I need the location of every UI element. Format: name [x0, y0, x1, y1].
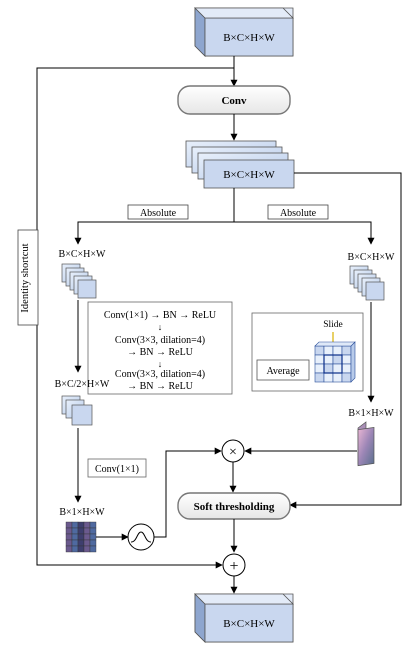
- absolute-right-box: Absolute: [267, 204, 329, 220]
- pool-cube-cell: [314, 341, 356, 347]
- right-abs-label: B×C×H×W: [348, 252, 395, 263]
- right-pool-label: B×1×H×W: [348, 408, 394, 419]
- left-half-feature-stack: [61, 395, 93, 426]
- weight-grid-cell: [65, 545, 73, 553]
- weight-grid-cell: [71, 545, 79, 553]
- weight-grid-cell: [89, 533, 97, 541]
- multiply-symbol: ×: [229, 445, 237, 460]
- pool-cube-cell: [314, 363, 325, 374]
- weight-grid-cell: [77, 533, 85, 541]
- absolute-right-label: Absolute: [280, 208, 317, 219]
- pool-cube-cell: [323, 363, 334, 374]
- soft-thresholding-block: Soft thresholding: [177, 492, 291, 520]
- left-one-label: B×1×H×W: [59, 507, 105, 518]
- weight-grid-cell: [77, 545, 85, 553]
- pool-output-slab: [357, 421, 375, 467]
- conv-stack-line-2: ↓: [158, 322, 163, 332]
- right-abs-feature-stack: [349, 265, 385, 301]
- sigmoid-icon: [127, 523, 155, 551]
- pool-cube-cell: [323, 354, 334, 365]
- weight-grid-cell: [83, 527, 91, 535]
- pool-cube-cell: [314, 354, 325, 365]
- pool-cube: [314, 341, 356, 383]
- pool-cube-cell: [332, 372, 343, 383]
- conv1x1-box: Conv(1×1): [87, 458, 147, 478]
- slide-label: Slide: [323, 320, 343, 330]
- weight-grid-cell: [89, 545, 97, 553]
- conv-stack-line-5: ↓: [158, 359, 163, 369]
- soft-thresholding-label: Soft thresholding: [194, 501, 275, 513]
- pool-cube-cell: [314, 345, 325, 356]
- pool-cube-cell: [341, 354, 352, 365]
- weight-grid-cell: [77, 521, 85, 529]
- average-label: Average: [266, 366, 300, 377]
- pool-cube-cell: [341, 363, 352, 374]
- absolute-left-box: Absolute: [127, 204, 189, 220]
- average-pool-box: Average Slide: [251, 312, 364, 392]
- weight-grid-cell: [83, 533, 91, 541]
- pool-cube-cell: [332, 363, 343, 374]
- weight-grid-cell: [65, 521, 73, 529]
- multiply-op: ×: [221, 439, 245, 463]
- weight-grid-cell: [83, 545, 91, 553]
- conv-stack-line-1: Conv(1×1) → BN → ReLU: [104, 310, 217, 321]
- conv1x1-label: Conv(1×1): [95, 464, 139, 475]
- weight-grid-cell: [71, 527, 79, 535]
- weight-grid-cell: [89, 527, 97, 535]
- conv-output-label: B×C×H×W: [223, 169, 275, 181]
- weight-grid-cell: [77, 527, 85, 535]
- identity-shortcut-label: Identity shortcut: [20, 243, 31, 312]
- pool-cube-cell: [332, 345, 343, 356]
- pool-cube-cell: [350, 341, 356, 383]
- pool-cube-cell: [314, 372, 325, 383]
- weight-grid-cell: [83, 539, 91, 547]
- pool-cube-cell: [341, 372, 352, 383]
- identity-shortcut-box: Identity shortcut: [17, 229, 39, 326]
- output-tensor-label: B×C×H×W: [223, 618, 275, 630]
- pool-cube-cell: [323, 354, 343, 374]
- conv-stack-line-6: Conv(3×3, dilation=4): [115, 369, 205, 380]
- weight-grid: [65, 521, 97, 553]
- conv-stack-line-4: → BN → ReLU: [127, 347, 194, 358]
- arrow-split-right: [234, 221, 375, 245]
- arrow-split-left: [74, 221, 234, 245]
- absolute-left-label: Absolute: [140, 208, 177, 219]
- left-abs-feature-stack: [61, 263, 97, 299]
- input-tensor-cube: B×C×H×W: [194, 7, 294, 57]
- input-tensor-label: B×C×H×W: [223, 32, 275, 44]
- weight-grid-cell: [71, 539, 79, 547]
- pool-cube-cell: [323, 372, 334, 383]
- left-abs-label: B×C×H×W: [59, 249, 106, 260]
- arrow-features-to-soft: [289, 172, 402, 509]
- conv-block-label: Conv: [221, 95, 247, 107]
- pool-cube-cell: [341, 345, 352, 356]
- conv-stack-box: Conv(1×1) → BN → ReLU ↓ Conv(3×3, dilati…: [87, 301, 233, 395]
- weight-grid-cell: [77, 539, 85, 547]
- weight-grid-cell: [65, 533, 73, 541]
- weight-grid-cell: [83, 521, 91, 529]
- pool-cube-cell: [323, 345, 334, 356]
- add-symbol: +: [229, 558, 238, 575]
- conv-stack-line-3: Conv(3×3, dilation=4): [115, 335, 205, 346]
- weight-grid-cell: [71, 533, 79, 541]
- weight-grid-cell: [89, 539, 97, 547]
- add-op: +: [222, 553, 246, 577]
- weight-grid-cell: [65, 527, 73, 535]
- pool-cube-cell: [332, 354, 343, 365]
- conv-output-feature-stack: B×C×H×W: [185, 140, 295, 189]
- output-tensor-cube: B×C×H×W: [194, 593, 294, 643]
- weight-grid-cell: [65, 539, 73, 547]
- conv-stack-line-7: → BN → ReLU: [127, 381, 194, 392]
- weight-grid-cell: [71, 521, 79, 529]
- arrow-sigmoid-multiply: [154, 447, 222, 538]
- weight-grid-cell: [89, 521, 97, 529]
- left-half-label: B×C/2×H×W: [55, 379, 110, 390]
- conv-block: Conv: [177, 85, 291, 115]
